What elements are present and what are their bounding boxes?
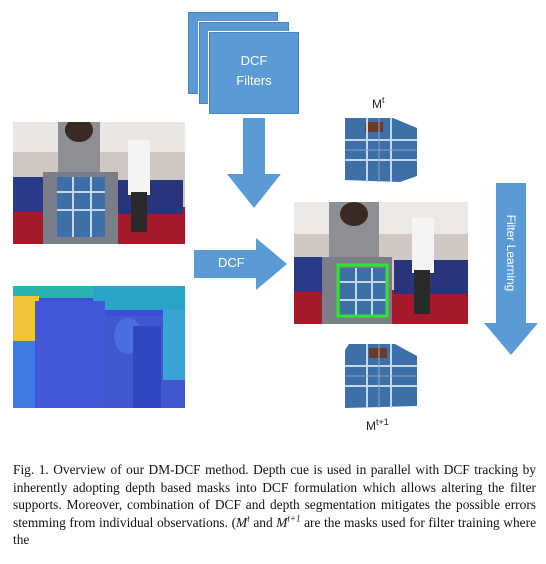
right-arrow-icon [194,238,287,290]
figure-caption: Fig. 1. Overview of our DM-DCF method. D… [13,461,536,549]
depth-frame-image [13,286,185,408]
dcf-right-arrow: DCF [194,238,288,290]
caption-m-t: M [236,514,248,530]
filter-learning-label: Filter Learning [504,214,518,292]
caption-and: and [249,514,277,530]
mask-t-image [345,118,417,182]
mask-t-label: Mt [372,95,385,112]
mask-t1-image [345,344,417,408]
down-arrow-icon [227,118,281,208]
caption-fig-label: Fig. 1. [13,462,49,477]
mask-t1-base: M [366,419,376,433]
caption-text-part2: are the masks used for filter training w… [13,514,537,548]
dcf-filters-card-front: DCF Filters [208,31,300,115]
mask-t-sup: t [382,95,385,105]
filter-learning-arrow: Filter Learning [484,183,540,357]
caption-m-t1-sup: t+1 [287,513,301,524]
caption-m-t-sup: t [247,513,250,524]
caption-text-part1: Overview of our DM-DCF method. Depth cue… [13,462,536,530]
tracking-bounding-box [336,263,389,318]
down-arrow-icon [484,183,538,355]
tracking-frame-image [294,202,468,324]
mask-t1-label: Mt+1 [366,417,389,434]
dcf-filters-label-line2: Filters [236,73,272,88]
rgb-frame-image [13,122,185,244]
mask-t1-sup: t+1 [376,417,389,427]
caption-m-t1: M [276,514,288,530]
dcf-filters-label-line1: DCF [240,53,268,68]
mask-t-base: M [372,97,382,111]
dcf-arrow-label: DCF [218,255,245,270]
